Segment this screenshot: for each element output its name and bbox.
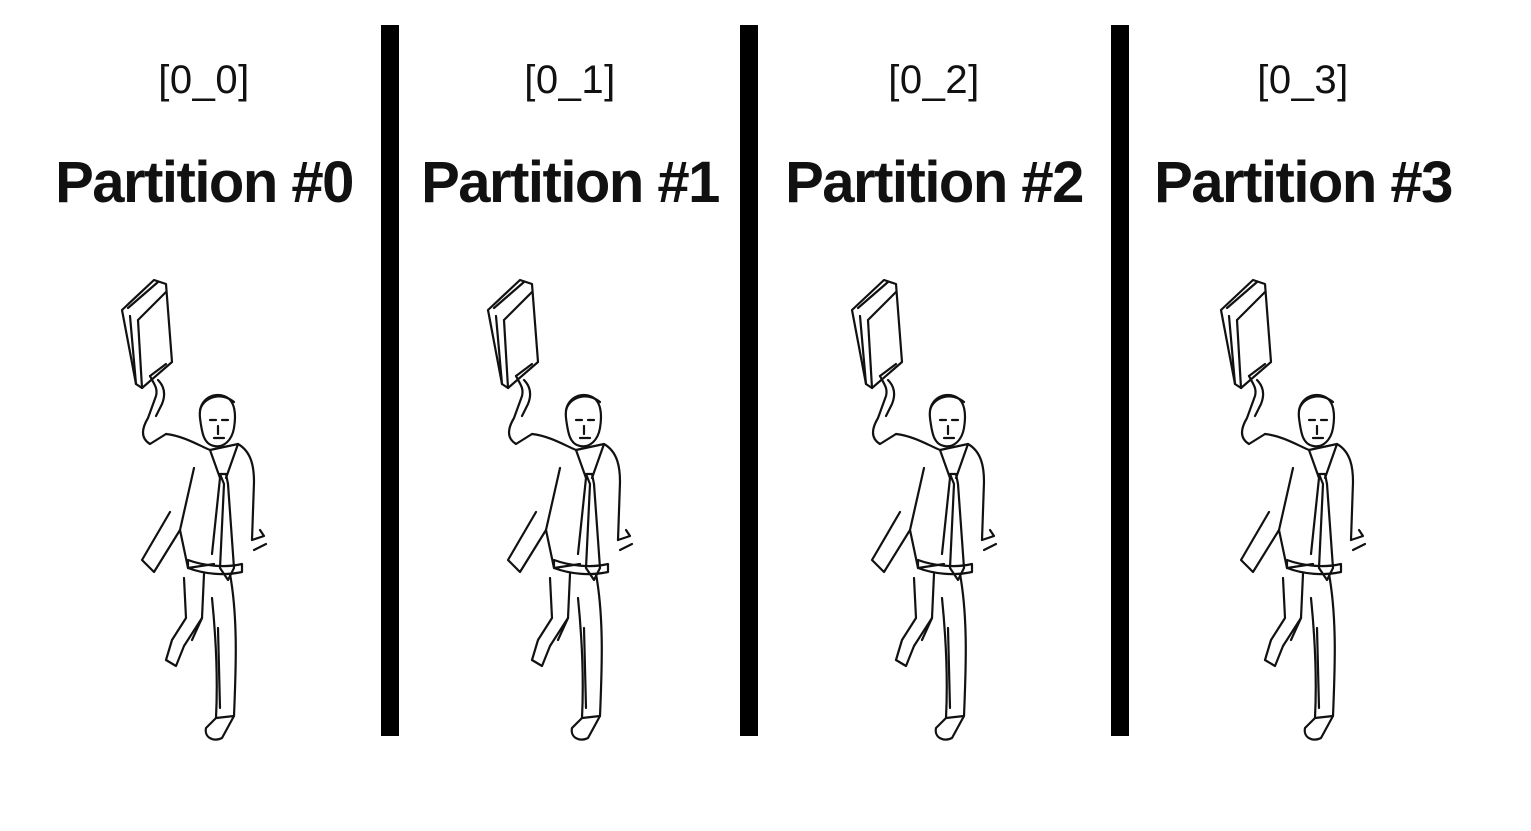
businessman-with-briefcase-icon [114, 268, 294, 748]
partition-divider [740, 25, 758, 736]
partition-panel-2: [0_2] Partition #2 [758, 0, 1110, 741]
businessman-with-briefcase-icon [844, 268, 1024, 748]
partition-panel-3: [0_3] Partition #3 [1128, 0, 1478, 741]
businessman-with-briefcase-icon [1213, 268, 1393, 748]
partition-divider [381, 25, 399, 736]
partition-title: Partition #1 [421, 150, 720, 215]
partition-title: Partition #0 [55, 150, 354, 215]
partition-panel-0: [0_0] Partition #0 [28, 0, 380, 741]
partition-id: [0_2] [888, 58, 980, 102]
partition-divider [1111, 25, 1129, 736]
businessman-with-briefcase-icon [480, 268, 660, 748]
partition-panel-1: [0_1] Partition #1 [400, 0, 740, 741]
partition-id: [0_1] [524, 58, 616, 102]
partition-id: [0_0] [158, 58, 250, 102]
partition-title: Partition #2 [785, 150, 1084, 215]
partition-id: [0_3] [1257, 58, 1349, 102]
partition-title: Partition #3 [1154, 150, 1453, 215]
